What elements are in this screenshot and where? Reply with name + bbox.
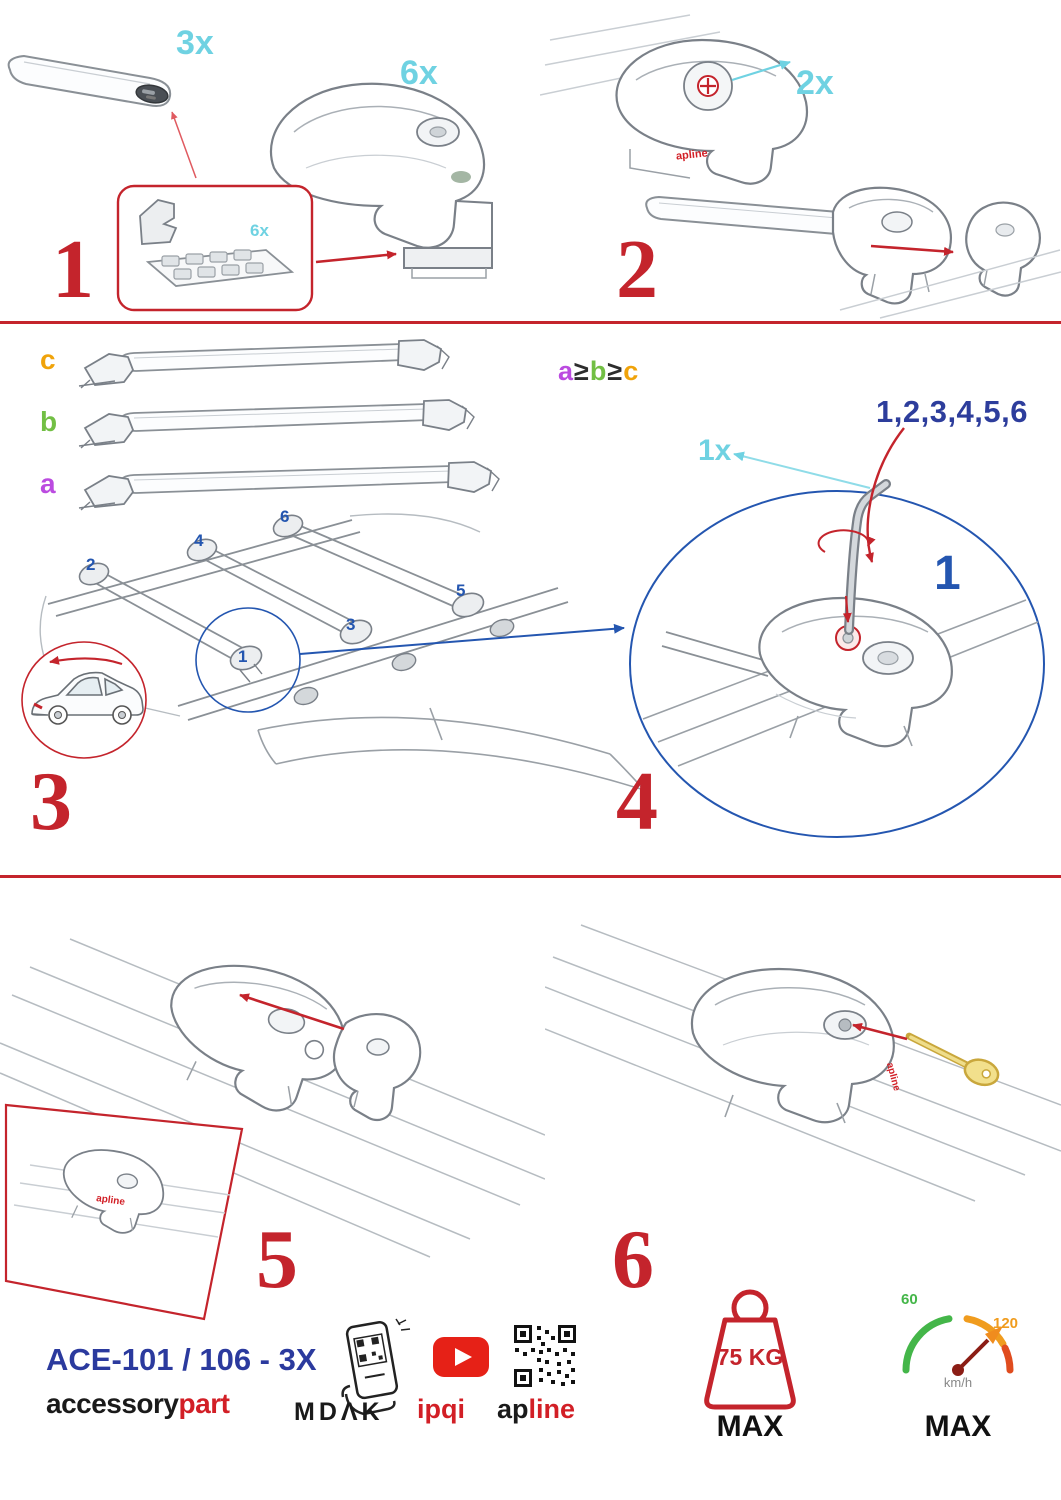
- keys-qty-arrow: [731, 60, 791, 82]
- tool-qty-arrow: [733, 451, 871, 489]
- clamp-piece: [332, 1013, 422, 1122]
- product-model: ACE-101 / 106 - 3X: [46, 1342, 317, 1377]
- speed-unit-label: km/h: [943, 1375, 973, 1390]
- tighten-arrow: [842, 595, 852, 623]
- step-number-1: 1: [52, 223, 94, 316]
- pads-to-clamp-arrow: [315, 250, 397, 264]
- step-number-3: 3: [30, 755, 72, 848]
- foot-detail: [758, 596, 953, 748]
- rail-mount-pads: [293, 618, 515, 706]
- position-label-3: 3: [346, 615, 356, 634]
- position-label-5: 5: [456, 581, 466, 600]
- attach-arrow: [239, 993, 345, 1031]
- bar-label-c: c: [40, 344, 56, 375]
- position-label-6: 6: [280, 507, 290, 526]
- bar-label-b: b: [40, 406, 58, 437]
- bar-label-a: a: [40, 468, 56, 499]
- mounted-crossbars: [78, 514, 485, 683]
- position1-highlight-circle: [195, 607, 301, 713]
- phone-qr-scan-icon: [341, 1318, 411, 1416]
- max-load-icon: [704, 1289, 796, 1410]
- allen-key: [844, 479, 891, 635]
- car-direction-inset: [21, 641, 147, 759]
- step4-detail-illustration: [629, 427, 1045, 838]
- speed-high-tick: 120: [993, 1315, 1019, 1332]
- endcap-insert-arrow: [870, 244, 954, 256]
- position-label-2: 2: [86, 555, 96, 574]
- size-order-formula: a≥b≥c: [558, 358, 639, 385]
- formula-c: c: [623, 356, 640, 386]
- step-number-6: 6: [612, 1213, 654, 1306]
- keys-qty-label: 2x: [796, 64, 834, 102]
- key-insert-arrow: [852, 1022, 908, 1041]
- crossbar-profile: [7, 54, 172, 107]
- step2-illustration: [540, 14, 1061, 319]
- crossbar-b: [78, 399, 475, 449]
- step1-illustration: [7, 54, 493, 312]
- max-load-label: MAX: [716, 1410, 784, 1443]
- endcap-assembly: [645, 186, 1041, 305]
- apline-red: line: [528, 1394, 576, 1424]
- section-divider-2: [0, 875, 1061, 878]
- mounted-foot: [170, 964, 347, 1112]
- sequence-first-label: 1: [934, 547, 961, 600]
- tighten-sequence: 1,2,3,4,5,6: [876, 394, 1029, 429]
- crossbar-c: [78, 339, 450, 389]
- step6-illustration: [545, 924, 1061, 1202]
- brand-red: part: [178, 1388, 230, 1419]
- formula-gte-2: ≥: [607, 356, 624, 386]
- section-divider-1: [0, 321, 1061, 324]
- apline-logo: apline: [497, 1396, 575, 1423]
- clamp-foot: [269, 82, 493, 279]
- accessorypart-logo: accessorypart: [46, 1388, 230, 1419]
- clamp-qty-label: 6x: [400, 54, 438, 92]
- bar-end-pointer-arrow: [171, 111, 197, 179]
- ipqi-logo: ipqi: [417, 1394, 465, 1424]
- pads-qty-label: 6x: [250, 221, 269, 240]
- max-load-value: 75 KG: [716, 1344, 784, 1370]
- formula-gte-1: ≥: [574, 356, 590, 386]
- position-label-1: 1: [238, 647, 248, 666]
- pads-detail-box: [116, 184, 314, 312]
- bar-qty-label: 3x: [176, 24, 214, 62]
- lock-foot: [615, 38, 809, 185]
- brand-black: accessory: [46, 1388, 179, 1419]
- key: [905, 1032, 1000, 1087]
- step-number-4: 4: [616, 755, 658, 848]
- sequence-arrow: [865, 427, 905, 563]
- max-speed-icon: [902, 1315, 1014, 1376]
- position-label-4: 4: [194, 531, 204, 550]
- mdak-logo: MDΛK: [294, 1398, 384, 1426]
- roof-mounting-illustration: [21, 513, 645, 791]
- tool-qty-label: 1x: [698, 434, 732, 467]
- formula-a: a: [558, 356, 575, 386]
- step-number-5: 5: [256, 1213, 298, 1306]
- windshield: [257, 707, 645, 791]
- locked-foot: [690, 967, 895, 1124]
- formula-b: b: [589, 356, 608, 386]
- qr-code-icon: [511, 1322, 579, 1390]
- speed-low-tick: 60: [901, 1291, 918, 1308]
- roof-lines: [839, 249, 1061, 319]
- crossbar-sizes-illustration: [78, 339, 500, 511]
- crossbar-a: [78, 461, 500, 511]
- step-number-2: 2: [616, 223, 658, 316]
- step5-illustration: [0, 938, 545, 1321]
- assembled-detail-box: [4, 1103, 244, 1321]
- youtube-icon: [433, 1337, 489, 1377]
- apline-black: ap: [497, 1394, 529, 1424]
- detail-callout-arrow: [299, 623, 625, 655]
- max-speed-label: MAX: [924, 1410, 992, 1443]
